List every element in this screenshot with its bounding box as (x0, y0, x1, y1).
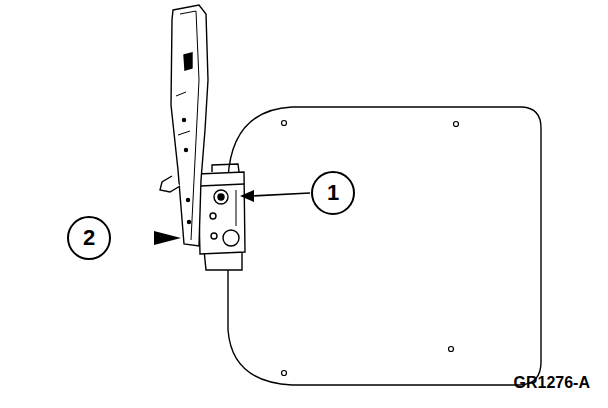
callout-circle: 1 (311, 171, 355, 215)
door-panel-outline (228, 107, 541, 385)
panel-hole (454, 122, 459, 127)
figure-code: GR1276-A (514, 374, 590, 392)
hinge-bracket (198, 164, 245, 270)
panel-hole (282, 371, 287, 376)
callout-number: 1 (327, 182, 339, 204)
panel-hole (282, 121, 287, 126)
door-pillar (160, 5, 208, 246)
callout-number: 2 (83, 227, 95, 249)
panel-hole (449, 347, 454, 352)
callout-circle: 2 (67, 216, 111, 260)
leader-line (252, 193, 310, 196)
arrowhead (154, 231, 181, 245)
arrowhead (240, 190, 254, 202)
